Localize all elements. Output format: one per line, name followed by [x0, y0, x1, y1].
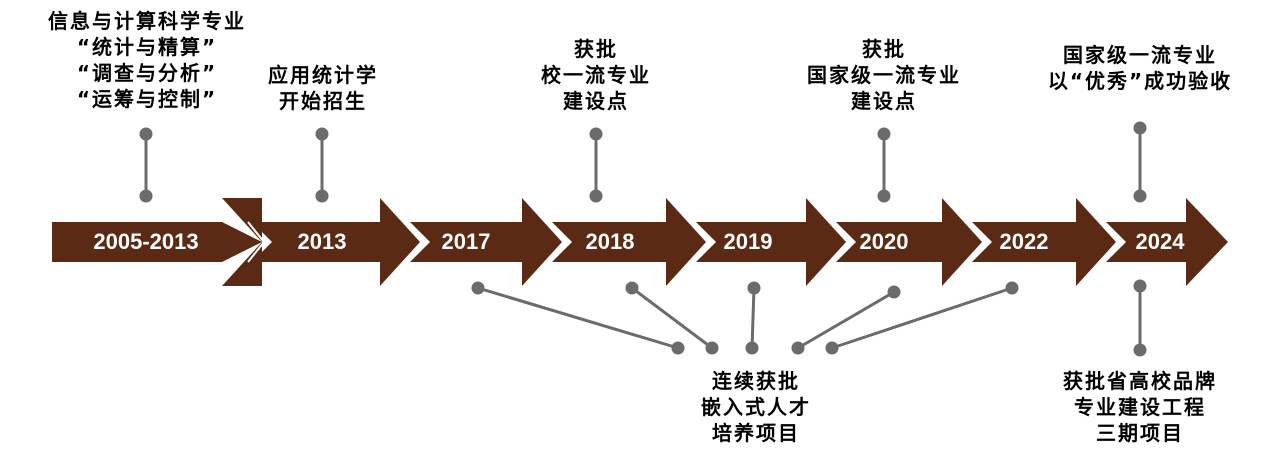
milestone-2018: 获批 校一流专业 建设点: [541, 37, 651, 113]
year-2018: 2018: [585, 229, 635, 254]
arrow-chevron-2017: [522, 198, 562, 286]
milestone-embedded-talent: 连续获批 嵌入式人才 培养项目: [701, 369, 811, 445]
year-2019: 2019: [723, 229, 773, 254]
milestone-2024-top: 国家级一流专业 以“优秀”成功验收: [1047, 43, 1233, 93]
milestone-2024-bottom: 获批省高校品牌 专业建设工程 三期项目: [1063, 369, 1217, 445]
milestone-2013: 应用统计学 开始招生: [268, 63, 378, 113]
arrow-band: [52, 198, 1228, 286]
year-2005-2013: 2005-2013: [93, 229, 199, 254]
arrow-chevron-2022: [1076, 198, 1116, 286]
year-2020: 2020: [859, 229, 909, 254]
bottom-connectors: [471, 279, 1147, 357]
arrow-segment-2005-2013: [52, 222, 262, 262]
year-2017: 2017: [441, 229, 491, 254]
year-2013: 2013: [297, 229, 347, 254]
arrow-chevron-2018: [666, 198, 706, 286]
arrow-chevron-2005: [222, 198, 262, 286]
arrow-head-2024: [1186, 198, 1228, 286]
arrow-segment-2013: [252, 222, 420, 262]
arrow-chevron-2020: [942, 198, 982, 286]
milestone-2020: 获批 国家级一流专业 建设点: [807, 37, 961, 113]
arrow-chevron-2019: [806, 198, 846, 286]
year-2022: 2022: [999, 229, 1049, 254]
milestone-2005-2013: 信息与计算科学专业 “统计与精算” “调查与分析” “运筹与控制”: [48, 9, 246, 111]
arrow-chevron-2013: [380, 198, 420, 286]
top-connectors: [139, 121, 1147, 203]
year-2024: 2024: [1135, 229, 1185, 254]
